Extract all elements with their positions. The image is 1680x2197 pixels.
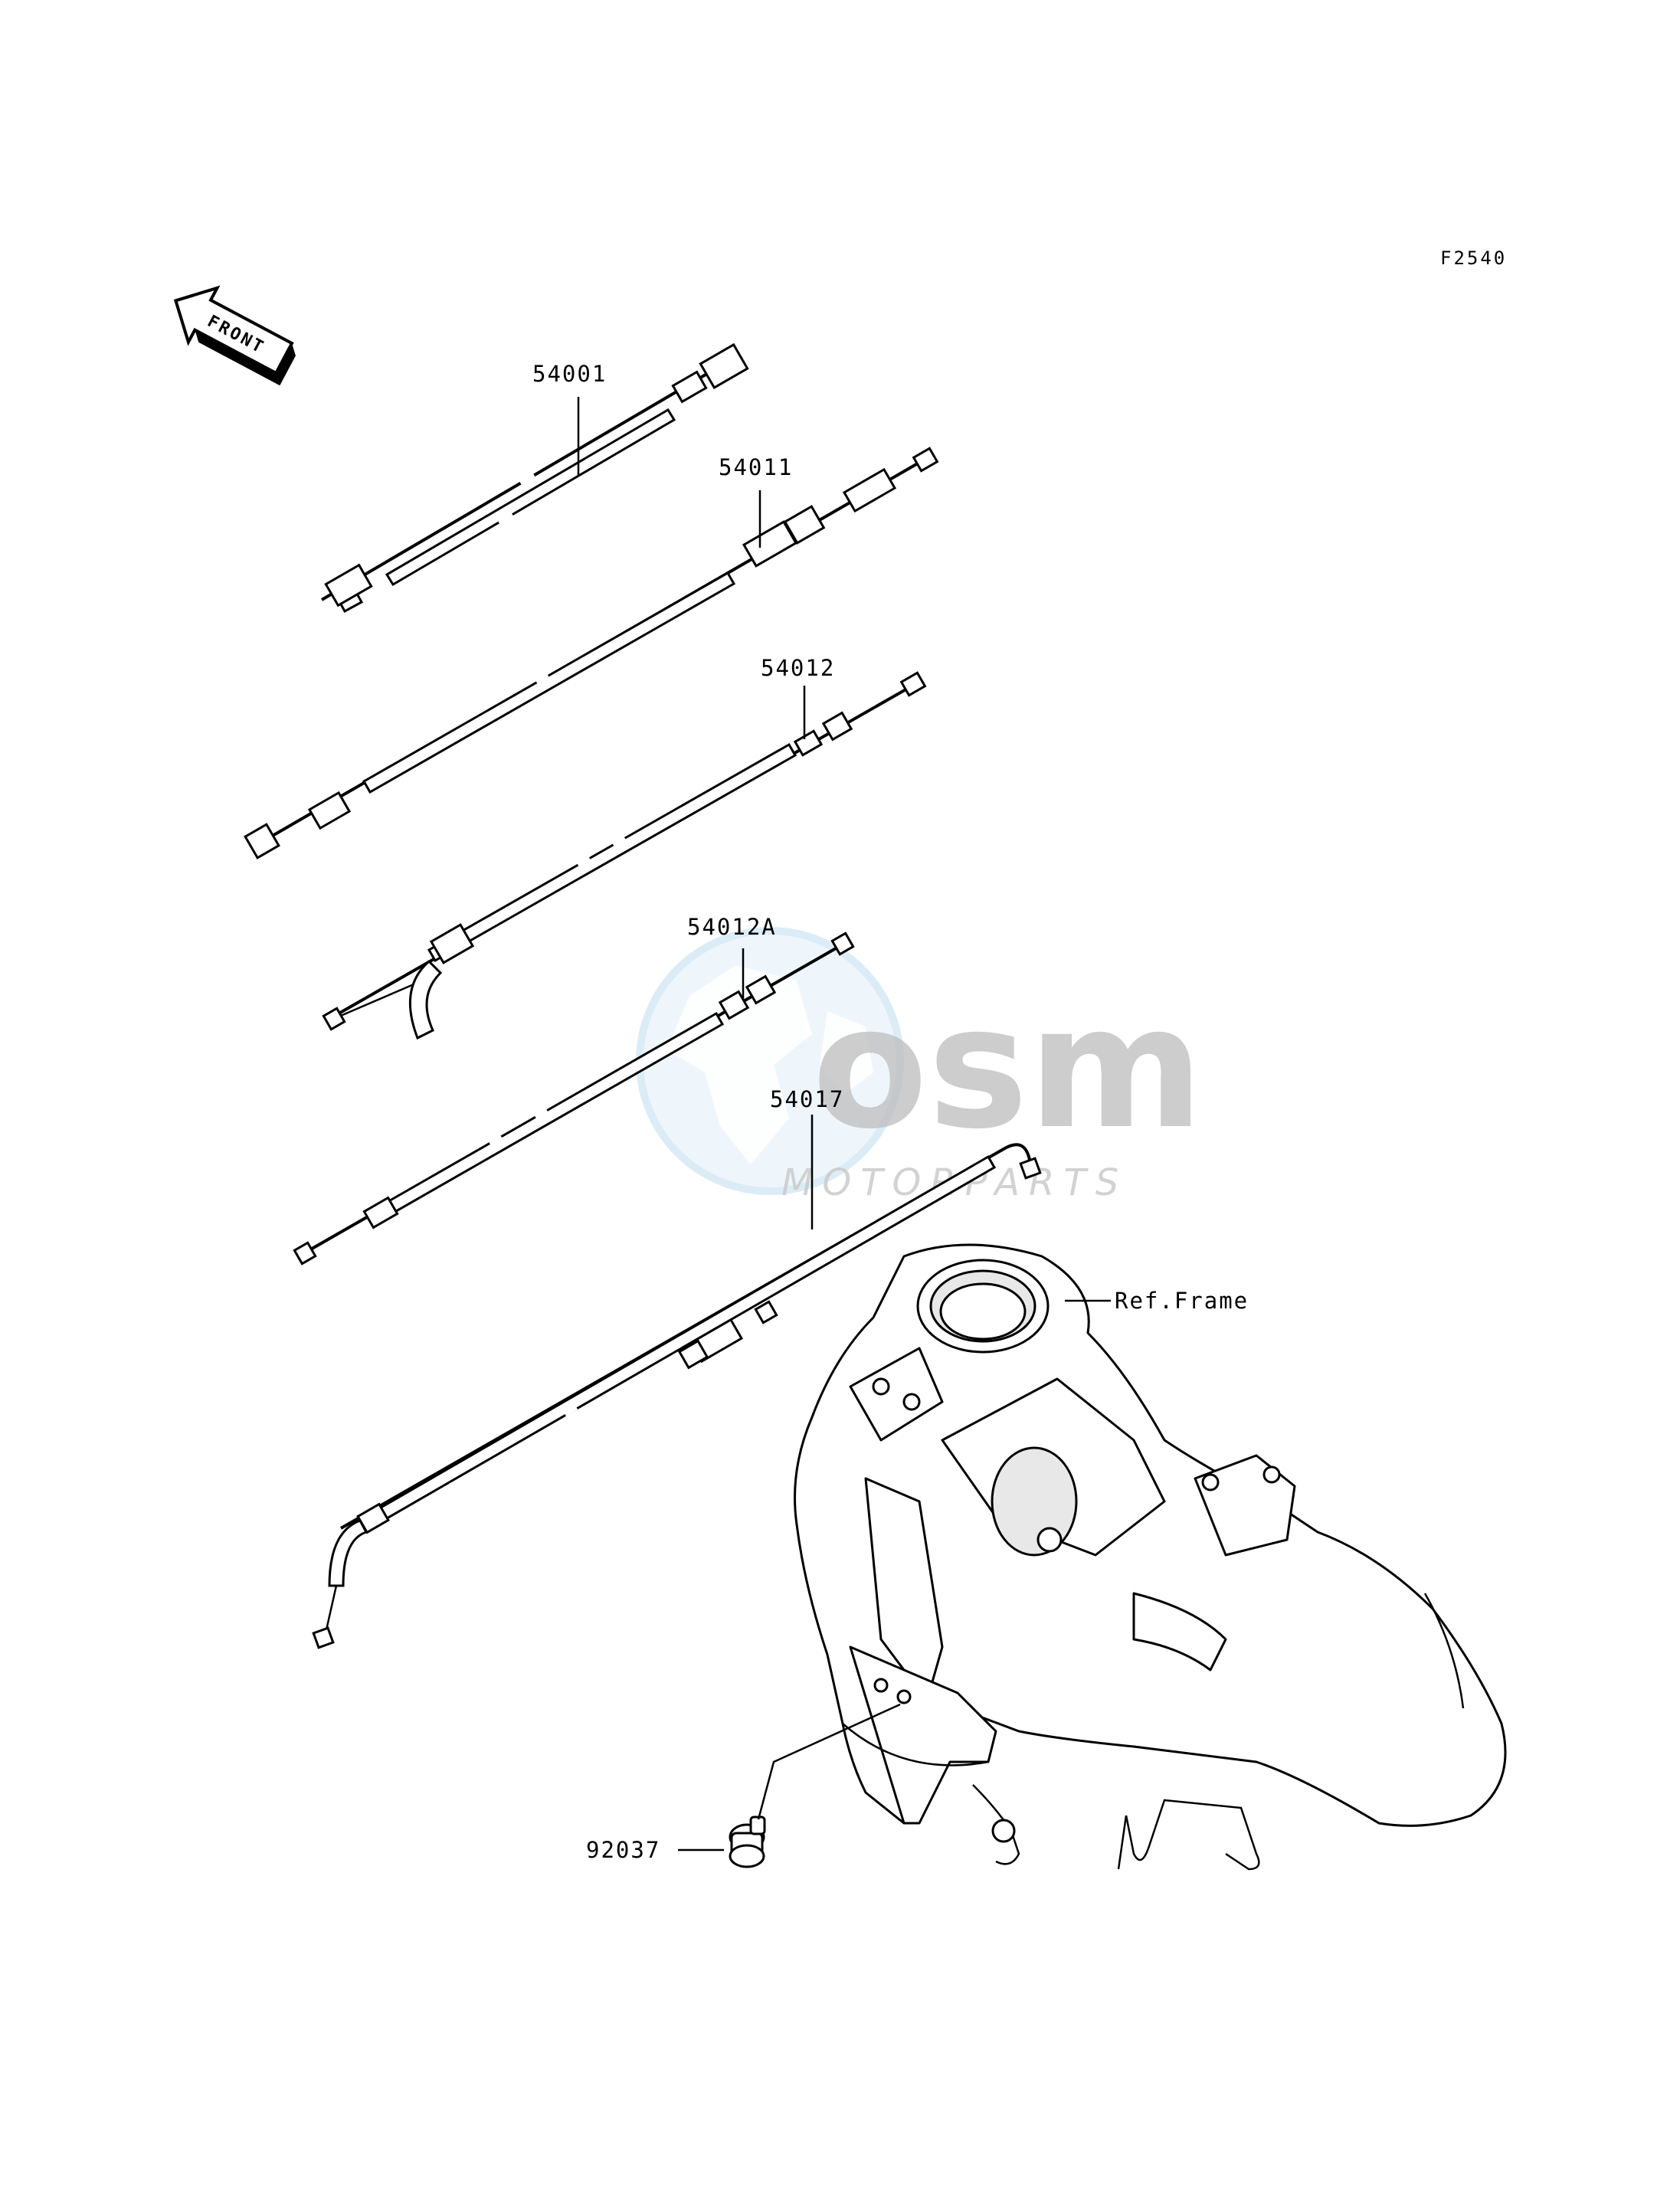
part-number-54012A: 54012A (687, 914, 777, 940)
reference-label: Ref.Frame (1115, 1288, 1249, 1314)
callout-54012: 54012 (761, 655, 835, 739)
callout-54012A: 54012A (687, 914, 777, 1000)
watermark: osm MOTORPARTS (636, 927, 1204, 1204)
callout-92037: 92037 (586, 1703, 901, 1863)
part-number-92037: 92037 (586, 1837, 660, 1863)
callout-54001: 54001 (532, 361, 607, 475)
callout-54011: 54011 (719, 454, 793, 548)
globe-icon (636, 927, 904, 1195)
callout-54017: 54017 (770, 1086, 844, 1229)
callout-ref-frame: Ref.Frame (1065, 1288, 1249, 1314)
cable-54011 (244, 447, 939, 859)
cable-54012 (322, 671, 927, 1040)
part-number-54017: 54017 (770, 1086, 844, 1112)
reference-frame (794, 1243, 1507, 1871)
front-arrow-icon: FRONT (173, 285, 296, 386)
part-number-54001: 54001 (532, 361, 607, 387)
cable-54012A (293, 932, 855, 1265)
diagram-code: F2540 (1440, 247, 1507, 269)
cable-54017 (312, 1143, 1042, 1649)
part-number-54012: 54012 (761, 655, 835, 681)
part-number-54011: 54011 (719, 454, 793, 480)
watermark-logo: osm (812, 970, 1204, 1166)
clamp-92037 (729, 1816, 766, 1868)
cable-54001 (320, 342, 749, 614)
